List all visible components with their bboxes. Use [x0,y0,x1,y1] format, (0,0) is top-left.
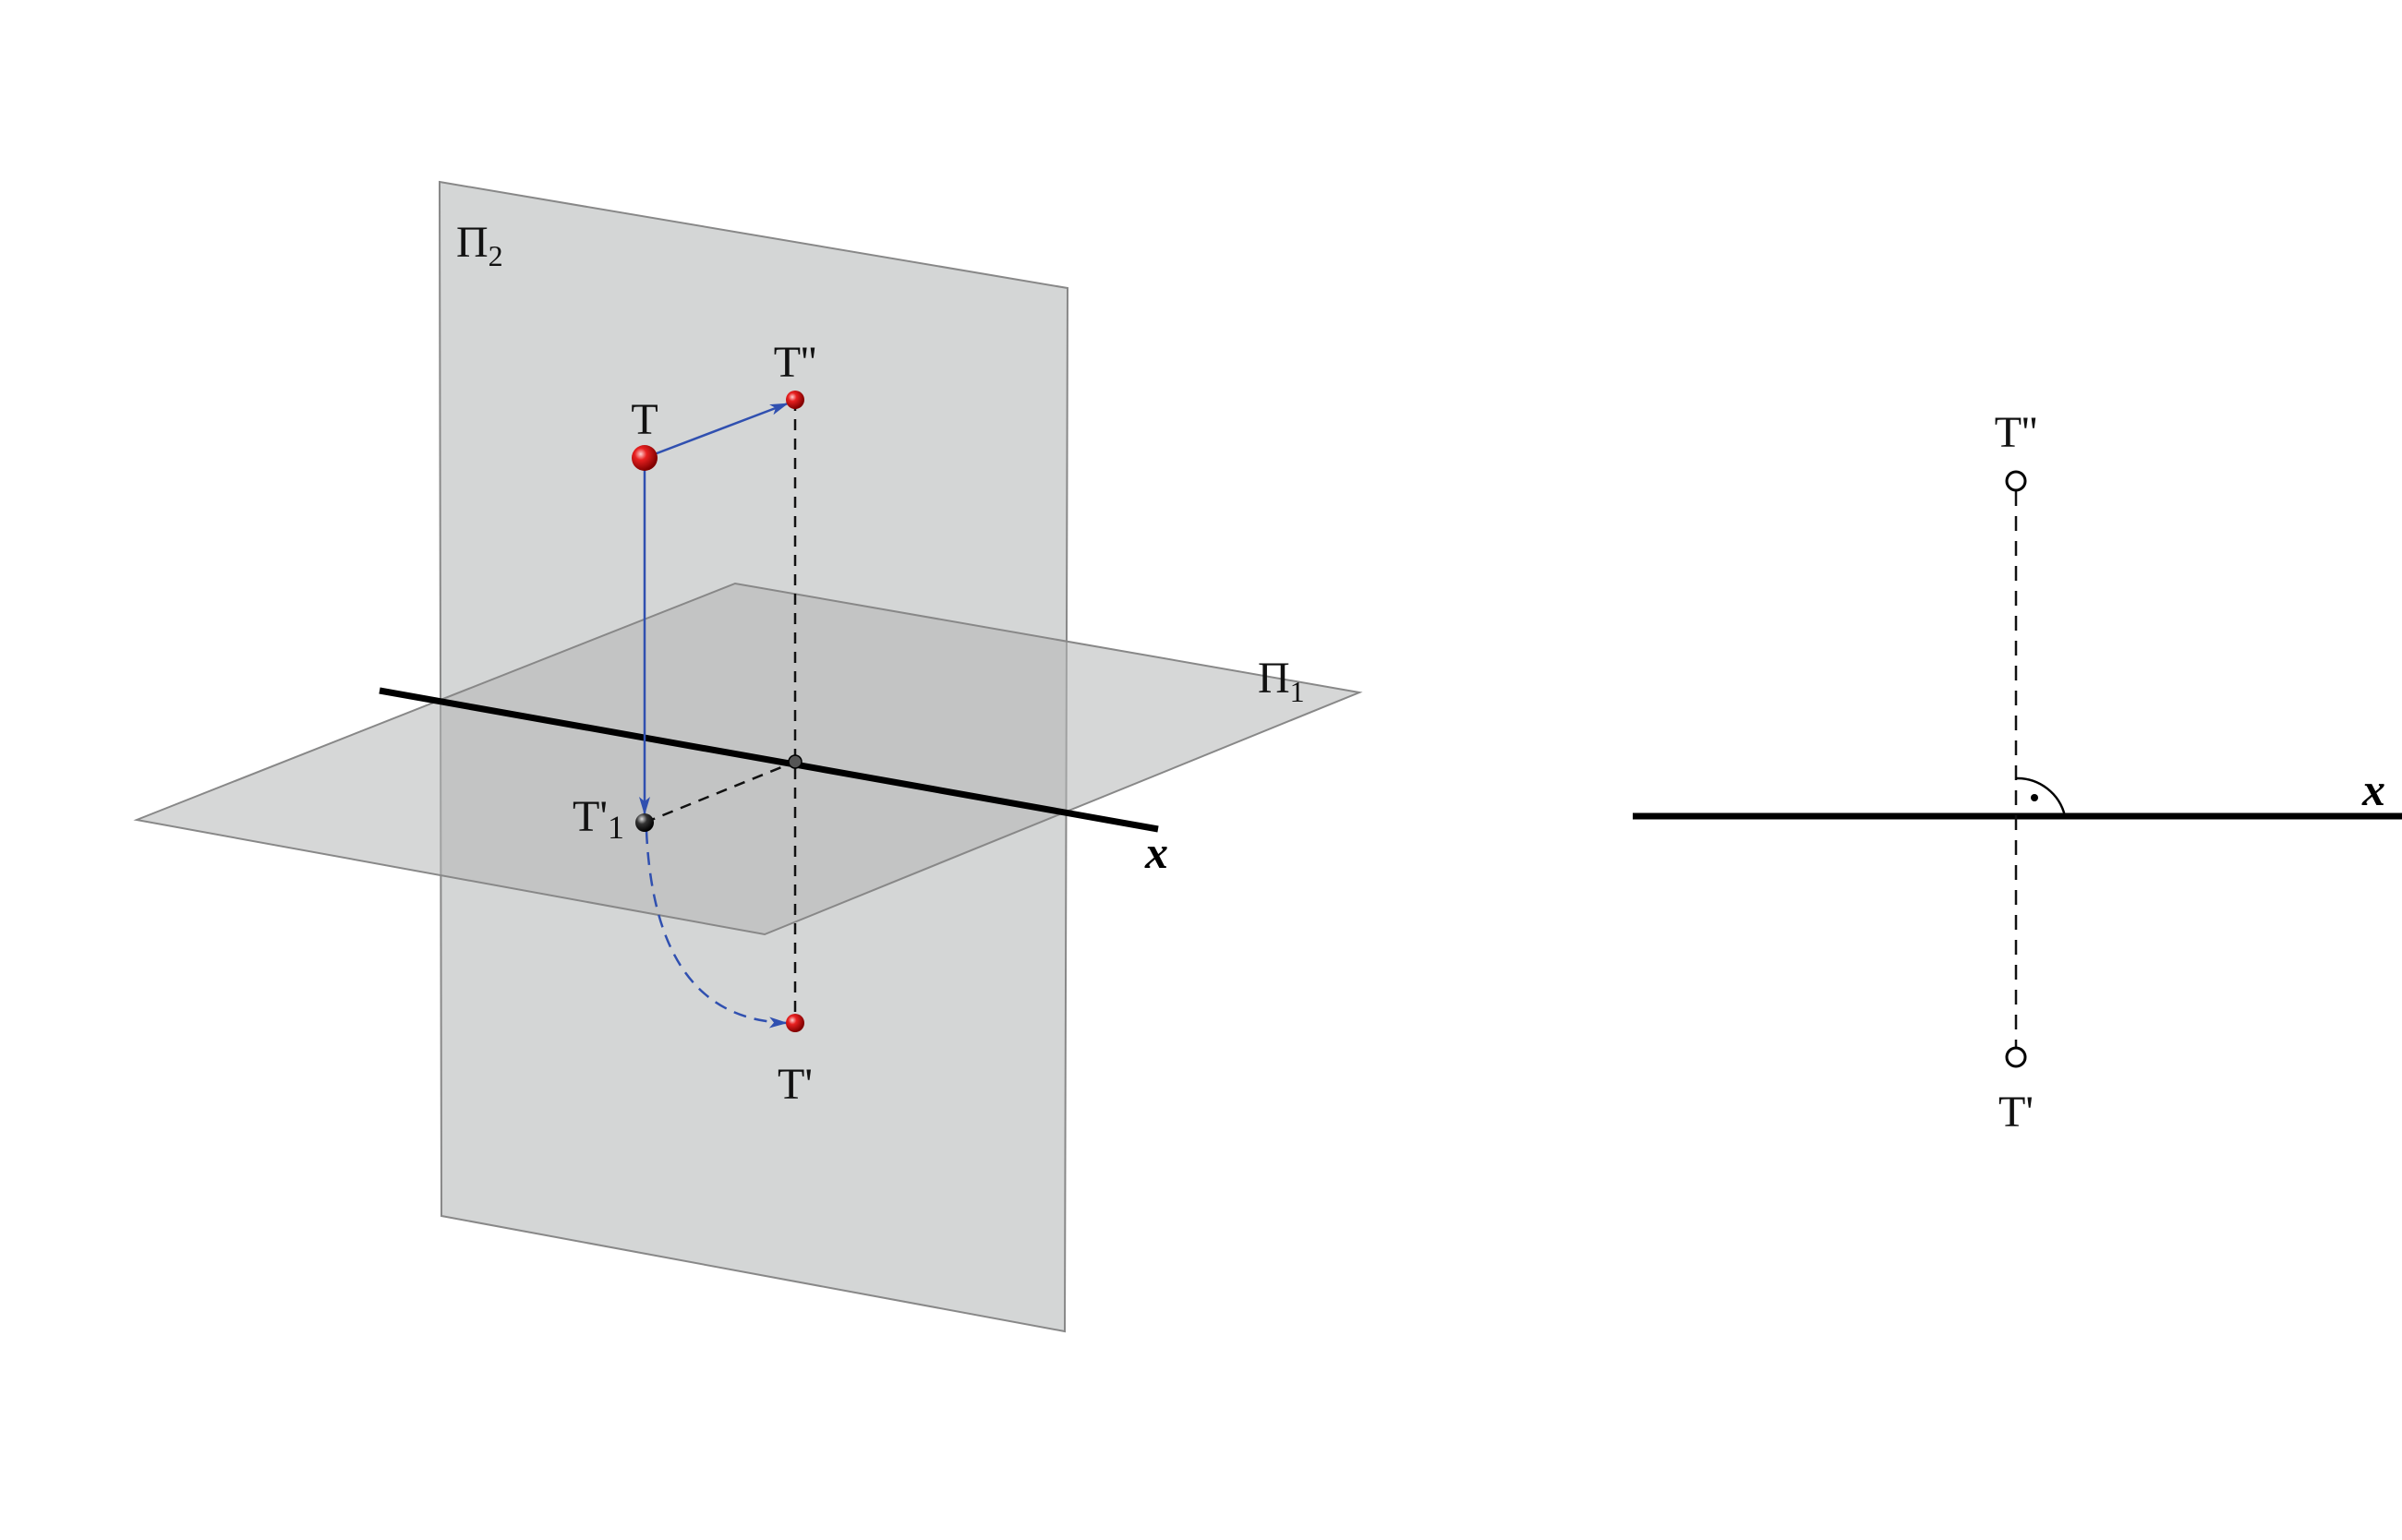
point-T-double-prime-2d [2005,470,2027,492]
label-T: T [631,395,658,444]
right-angle-arc [2015,776,2067,817]
point-T-double-prime [786,391,804,409]
point-T-prime [786,1014,804,1032]
plane-pi2-subscript: 2 [489,239,503,272]
plane-pi2-label: Π2 [456,218,503,272]
rotation-arc-T1-to-T-prime [645,830,788,1029]
point-T-prime-1 [635,813,654,832]
plane-pi2-letter: Π [456,218,489,267]
right-angle-dot [2031,794,2038,801]
x-axis-3d [379,687,1159,833]
projector-T1-to-axis [644,760,796,824]
label-T-prime-1-subscript: 1 [608,809,624,846]
plane-pi1-label: Π1 [1258,654,1305,708]
axis-intersection-point [788,754,803,769]
label-T-double-prime-2d: T'' [1995,408,2038,457]
x-axis-label-3d: x [1144,826,1168,878]
label-T-prime: T' [778,1060,813,1109]
plane-pi1-subscript: 1 [1290,675,1305,708]
point-T-prime-2d [2005,1046,2027,1068]
label-T-double-prime: T'' [774,338,817,387]
x-axis-label-2d: x [2361,764,2385,815]
label-T-prime-2d: T' [1998,1088,2034,1137]
point-T [632,445,658,471]
label-T-prime-1: T'1 [573,792,624,846]
plane-pi1-letter: Π [1258,654,1290,703]
arrow-T-to-T2 [644,402,789,460]
label-T-prime-1-main: T' [573,792,608,841]
